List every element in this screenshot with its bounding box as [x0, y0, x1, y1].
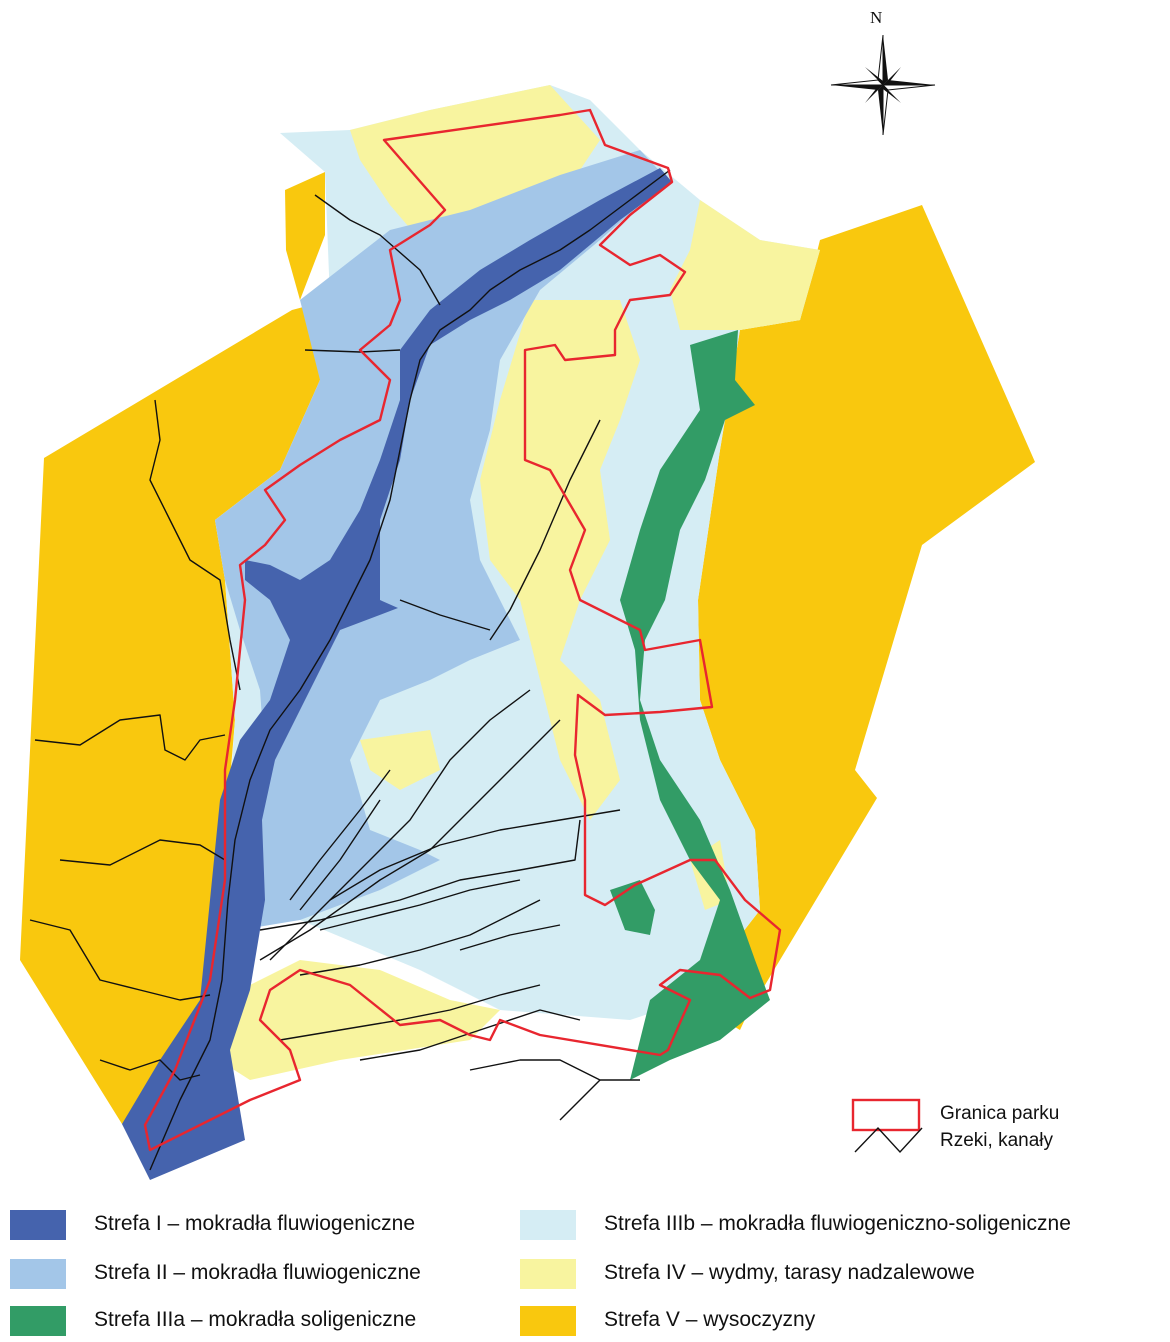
zone-5-label: Strefa V – wysoczyzny [604, 1308, 816, 1331]
zone-5-west [20, 300, 330, 1124]
canal-12 [289, 769, 391, 901]
park-boundary [143, 108, 782, 1152]
zone-5-east [690, 205, 1035, 1030]
zone-4-label: Strefa IV – wydmy, tarasy nadzalewowe [604, 1261, 975, 1284]
zone-5-swatch [520, 1306, 576, 1336]
canal-8 [279, 984, 541, 1041]
zone-4-mid-patch [360, 730, 440, 790]
canal-3 [329, 809, 621, 901]
canal-5 [319, 879, 521, 931]
legend-park-boundary-symbol [851, 1098, 921, 1132]
river-main [149, 169, 671, 1171]
river-west-3 [59, 839, 226, 866]
zone-5-northwest-strip [285, 172, 325, 300]
zone-1-label: Strefa I – mokradła fluwiogeniczne [94, 1212, 415, 1235]
river-west-4 [29, 919, 211, 1001]
zone-3a-label: Strefa IIIa – mokradła soligeniczne [94, 1308, 417, 1331]
canal-6 [299, 899, 541, 976]
zone-1-swatch [10, 1210, 66, 1240]
canal-4 [259, 819, 581, 931]
legend-rivers-label: Rzeki, kanały [940, 1130, 1053, 1151]
zone-4-swatch [520, 1259, 576, 1289]
river-west-2 [34, 714, 226, 761]
canal-9 [359, 1009, 581, 1061]
zone-2-floodplain [215, 150, 668, 930]
zone-3a-east-belt [620, 330, 770, 1080]
canal-11 [559, 1079, 601, 1121]
rivers-canals [29, 169, 671, 1171]
canal-7 [459, 924, 561, 951]
zone-3a-swatch [10, 1306, 66, 1336]
river-north-link-2 [304, 349, 401, 353]
canal-13 [299, 799, 381, 911]
river-north-link [314, 194, 441, 306]
canal-east-2 [399, 599, 491, 631]
canal-2 [259, 719, 561, 961]
legend-park-boundary-label: Granica parku [940, 1103, 1060, 1124]
zone-1-river-corridor [122, 168, 672, 1180]
zone-2-label: Strefa II – mokradła fluwiogeniczne [94, 1261, 421, 1284]
zone-4-central [480, 300, 640, 820]
zone-3b-swatch [520, 1210, 576, 1240]
canal-east-1 [489, 419, 601, 641]
river-west-1 [149, 399, 241, 691]
zone-4-northeast [670, 200, 820, 330]
zone-5-uplands [20, 172, 1035, 1124]
compass-rose-icon [830, 34, 936, 136]
legend-rivers-symbol [854, 1126, 923, 1154]
river-west-5 [99, 1059, 201, 1081]
canal-10 [469, 1059, 640, 1081]
zone-2-swatch [10, 1259, 66, 1289]
zone-3b-label: Strefa IIIb – mokradła fluwiogeniczno-so… [604, 1212, 1071, 1235]
compass-north-label: N [870, 8, 883, 27]
